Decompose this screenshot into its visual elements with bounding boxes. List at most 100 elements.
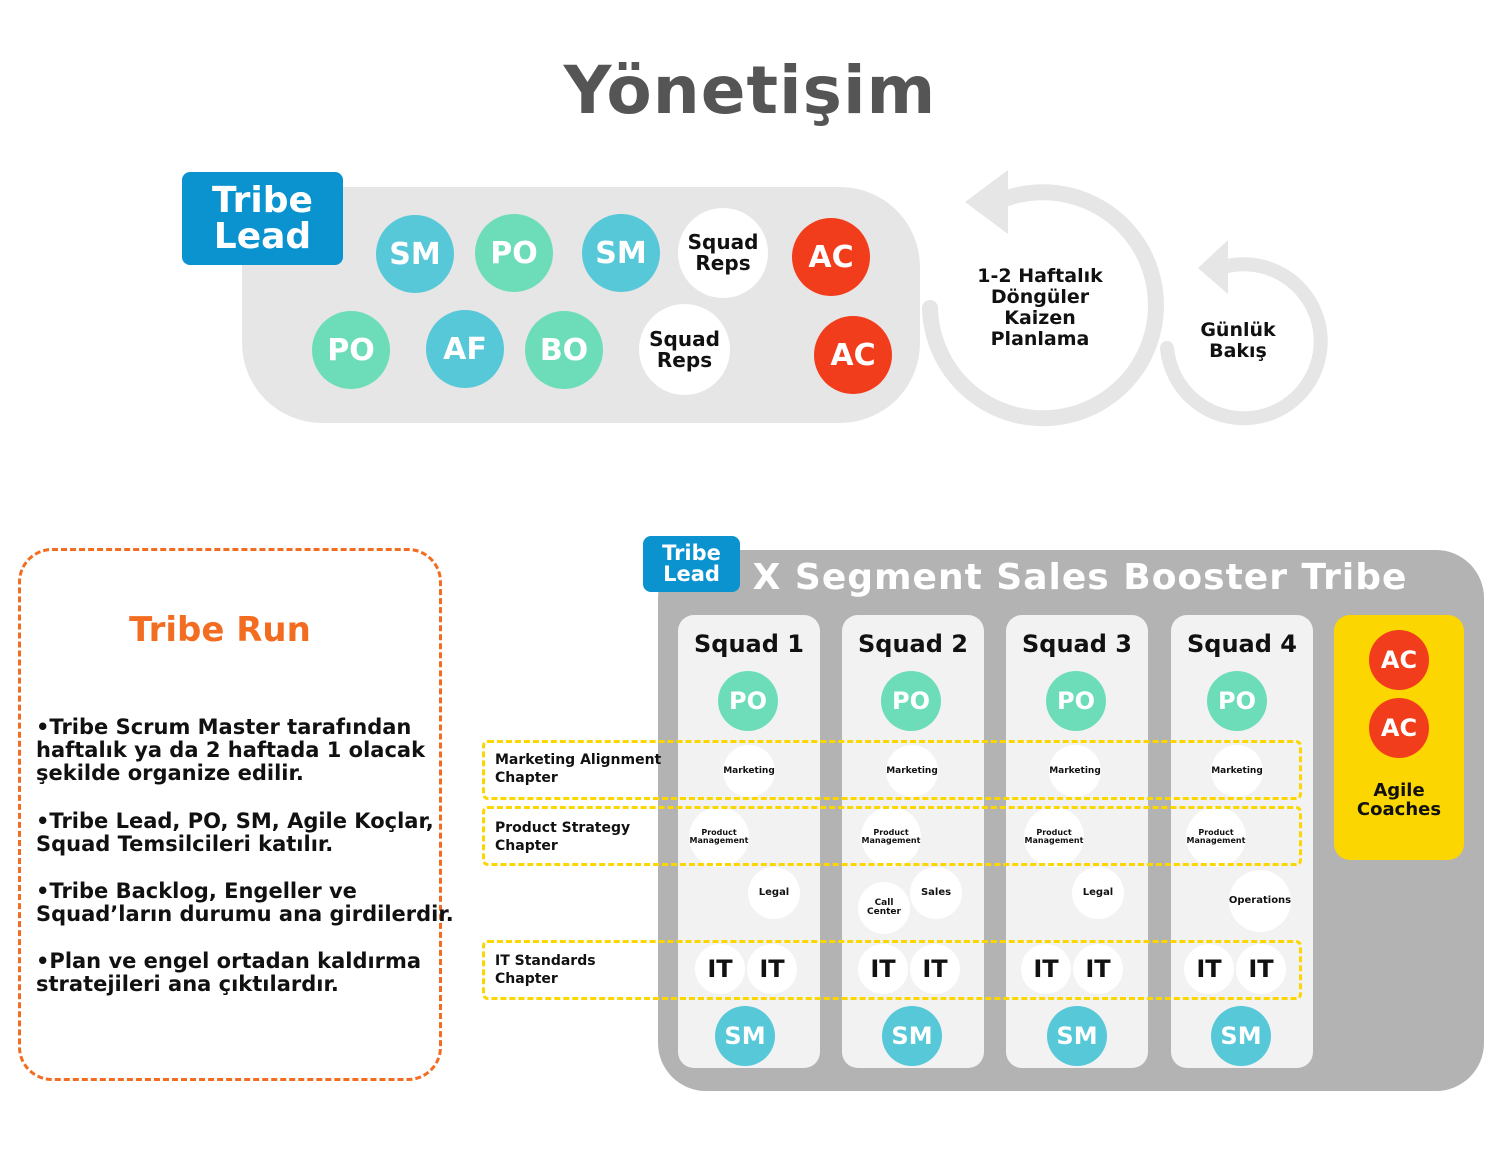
ac-label: AC (808, 239, 854, 275)
squad-reps-line1: Squad (649, 326, 720, 351)
chapter-label: Product Strategy Chapter (495, 819, 665, 855)
sm-circle: SM (582, 214, 660, 292)
cycle-label: 1-2 Haftalık Döngüler Kaizen Planlama (960, 266, 1120, 350)
squad-reps-line2: Reps (656, 347, 713, 372)
po-label: PO (1057, 687, 1095, 715)
sm-label: SM (1220, 1022, 1262, 1050)
sales-circle: Sales (910, 867, 962, 919)
chapter-label-line: Chapter (495, 770, 558, 787)
product-management-circle: Product Management (861, 807, 921, 867)
it-label: IT (870, 955, 896, 983)
po-circle: PO (475, 214, 553, 292)
bullet-line: •Plan ve engel ortadan kaldırma (36, 949, 422, 973)
big-cycle-arrow (922, 184, 1164, 427)
cycle-label-line: Döngüler (990, 285, 1090, 308)
bullet-line: •Tribe Backlog, Engeller ve (36, 879, 357, 903)
po-circle: PO (312, 311, 390, 389)
legal-label: Legal (758, 887, 790, 898)
run-bullet: •Tribe Lead, PO, SM, Agile Koçlar, Squad… (36, 809, 456, 857)
product-label-line1: Product (873, 828, 909, 837)
it-circle: IT (747, 944, 797, 994)
cycle-label-line: 1-2 Haftalık (977, 265, 1103, 287)
product-strategy-chapter-band (482, 806, 1302, 866)
ac-label: AC (1380, 646, 1418, 674)
sm-circle: SM (1047, 1006, 1107, 1066)
tribe-lead-badge: Tribe Lead (182, 172, 343, 265)
tribe-lead-line2: Lead (213, 215, 312, 257)
bullet-line: haftalık ya da 2 haftada 1 olacak (36, 738, 426, 763)
po-circle: PO (1207, 671, 1267, 731)
cycle-arrows-graphic (922, 170, 1328, 427)
product-management-circle: Product Management (1024, 807, 1084, 867)
squad-reps-circle: Squad Reps (678, 208, 768, 298)
it-circle: IT (1021, 944, 1071, 994)
sm-label: SM (595, 235, 647, 271)
run-bullet: •Plan ve engel ortadan kaldırma strateji… (36, 949, 456, 996)
legal-circle: Legal (1072, 867, 1124, 919)
cycle-label-line: Planlama (990, 327, 1090, 350)
it-label: IT (1248, 955, 1274, 983)
product-management-circle: Product Management (1186, 807, 1246, 867)
bullet-line: Squad Temsilcileri katılır. (36, 832, 334, 857)
marketing-circle: Marketing (1049, 745, 1101, 797)
ac-circle: AC (1369, 698, 1429, 758)
chapter-label: IT Standards Chapter (495, 952, 665, 988)
bullet-line: •Tribe Lead, PO, SM, Agile Koçlar, (36, 809, 434, 833)
daily-label-line: Bakış (1209, 339, 1267, 362)
it-label: IT (707, 955, 733, 983)
tribe-lead-line1: Tribe (212, 179, 313, 221)
squad-title: Squad 3 (1022, 630, 1132, 658)
product-label-line1: Product (1198, 828, 1234, 837)
ac-circle: AC (814, 316, 892, 394)
marketing-label: Marketing (886, 765, 938, 776)
it-circle: IT (695, 944, 745, 994)
product-management-circle: Product Management (689, 807, 749, 867)
it-circle: IT (910, 944, 960, 994)
po-label: PO (1218, 687, 1256, 715)
po-label: PO (327, 332, 375, 368)
sales-label: Sales (920, 887, 952, 898)
marketing-circle: Marketing (1211, 745, 1263, 797)
operations-circle: Operations (1229, 870, 1291, 932)
marketing-circle: Marketing (723, 745, 775, 797)
ac-circle: AC (1369, 630, 1429, 690)
it-circle: IT (1184, 944, 1234, 994)
daily-label-line: Günlük (1200, 319, 1276, 341)
big-cycle-arrowhead (965, 170, 1008, 234)
call-center-label: Call Center (867, 898, 901, 917)
po-circle: PO (718, 671, 778, 731)
po-label: PO (729, 687, 767, 715)
it-label: IT (1033, 955, 1059, 983)
cycle-label-line: Kaizen (1004, 306, 1076, 329)
bullet-line: •Tribe Scrum Master tarafından (36, 715, 412, 739)
tribe-lead-line2: Lead (663, 562, 720, 586)
squad-reps-line1: Squad (687, 230, 759, 254)
it-label: IT (1196, 955, 1222, 983)
chapter-label-line: IT Standards (495, 953, 596, 969)
bullet-line: şekilde organize edilir. (36, 761, 304, 786)
sm-label: SM (724, 1022, 766, 1050)
it-standards-chapter-band (482, 940, 1302, 1000)
it-label: IT (759, 955, 785, 983)
it-circle: IT (1073, 944, 1123, 994)
product-label-line1: Product (701, 828, 737, 837)
product-label-line2: Management (861, 836, 921, 845)
product-label-line2: Management (1024, 836, 1084, 845)
sm-circle: SM (715, 1006, 775, 1066)
bo-circle: BO (525, 311, 603, 389)
legal-label: Legal (1082, 887, 1114, 898)
bo-label: BO (539, 332, 589, 368)
marketing-label: Marketing (1049, 765, 1101, 776)
sm-label: SM (389, 236, 441, 272)
tribe-run-box (18, 548, 442, 1081)
sm-circle: SM (376, 215, 454, 293)
sm-circle: SM (882, 1006, 942, 1066)
po-label: PO (892, 687, 930, 715)
legal-circle: Legal (748, 867, 800, 919)
small-cycle-arrow (1160, 257, 1328, 426)
sm-label: SM (1056, 1022, 1098, 1050)
ac-label: AC (1380, 714, 1418, 742)
it-label: IT (922, 955, 948, 983)
call-center-circle: Call Center (858, 882, 910, 934)
tribe-lead-badge: Tribe Lead (643, 536, 740, 592)
